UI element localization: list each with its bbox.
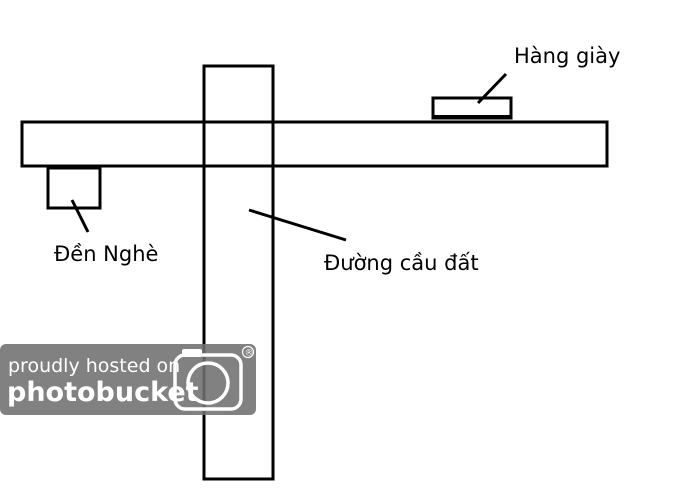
watermark-line1: proudly hosted on — [8, 355, 180, 377]
pointer-hang-giay — [476, 72, 508, 105]
horizontal-street — [20, 120, 609, 168]
registered-mark-circle — [241, 345, 255, 359]
vertical-street-duong-cau-dat — [202, 64, 275, 481]
label-hang-giay: Hàng giày — [514, 44, 620, 68]
pointer-den-nghe — [70, 199, 90, 233]
watermark-line2: photobucket — [7, 377, 199, 408]
camera-lens-icon — [173, 349, 243, 411]
photobucket-watermark: proudly hosted on photobucket ® — [0, 344, 256, 415]
label-duong-cau-dat: Đường cầu đất — [324, 251, 479, 275]
pointer-duong-cau-dat — [248, 208, 347, 242]
registered-mark: ® — [245, 349, 254, 359]
label-den-nghe: Đền Nghè — [54, 242, 158, 266]
